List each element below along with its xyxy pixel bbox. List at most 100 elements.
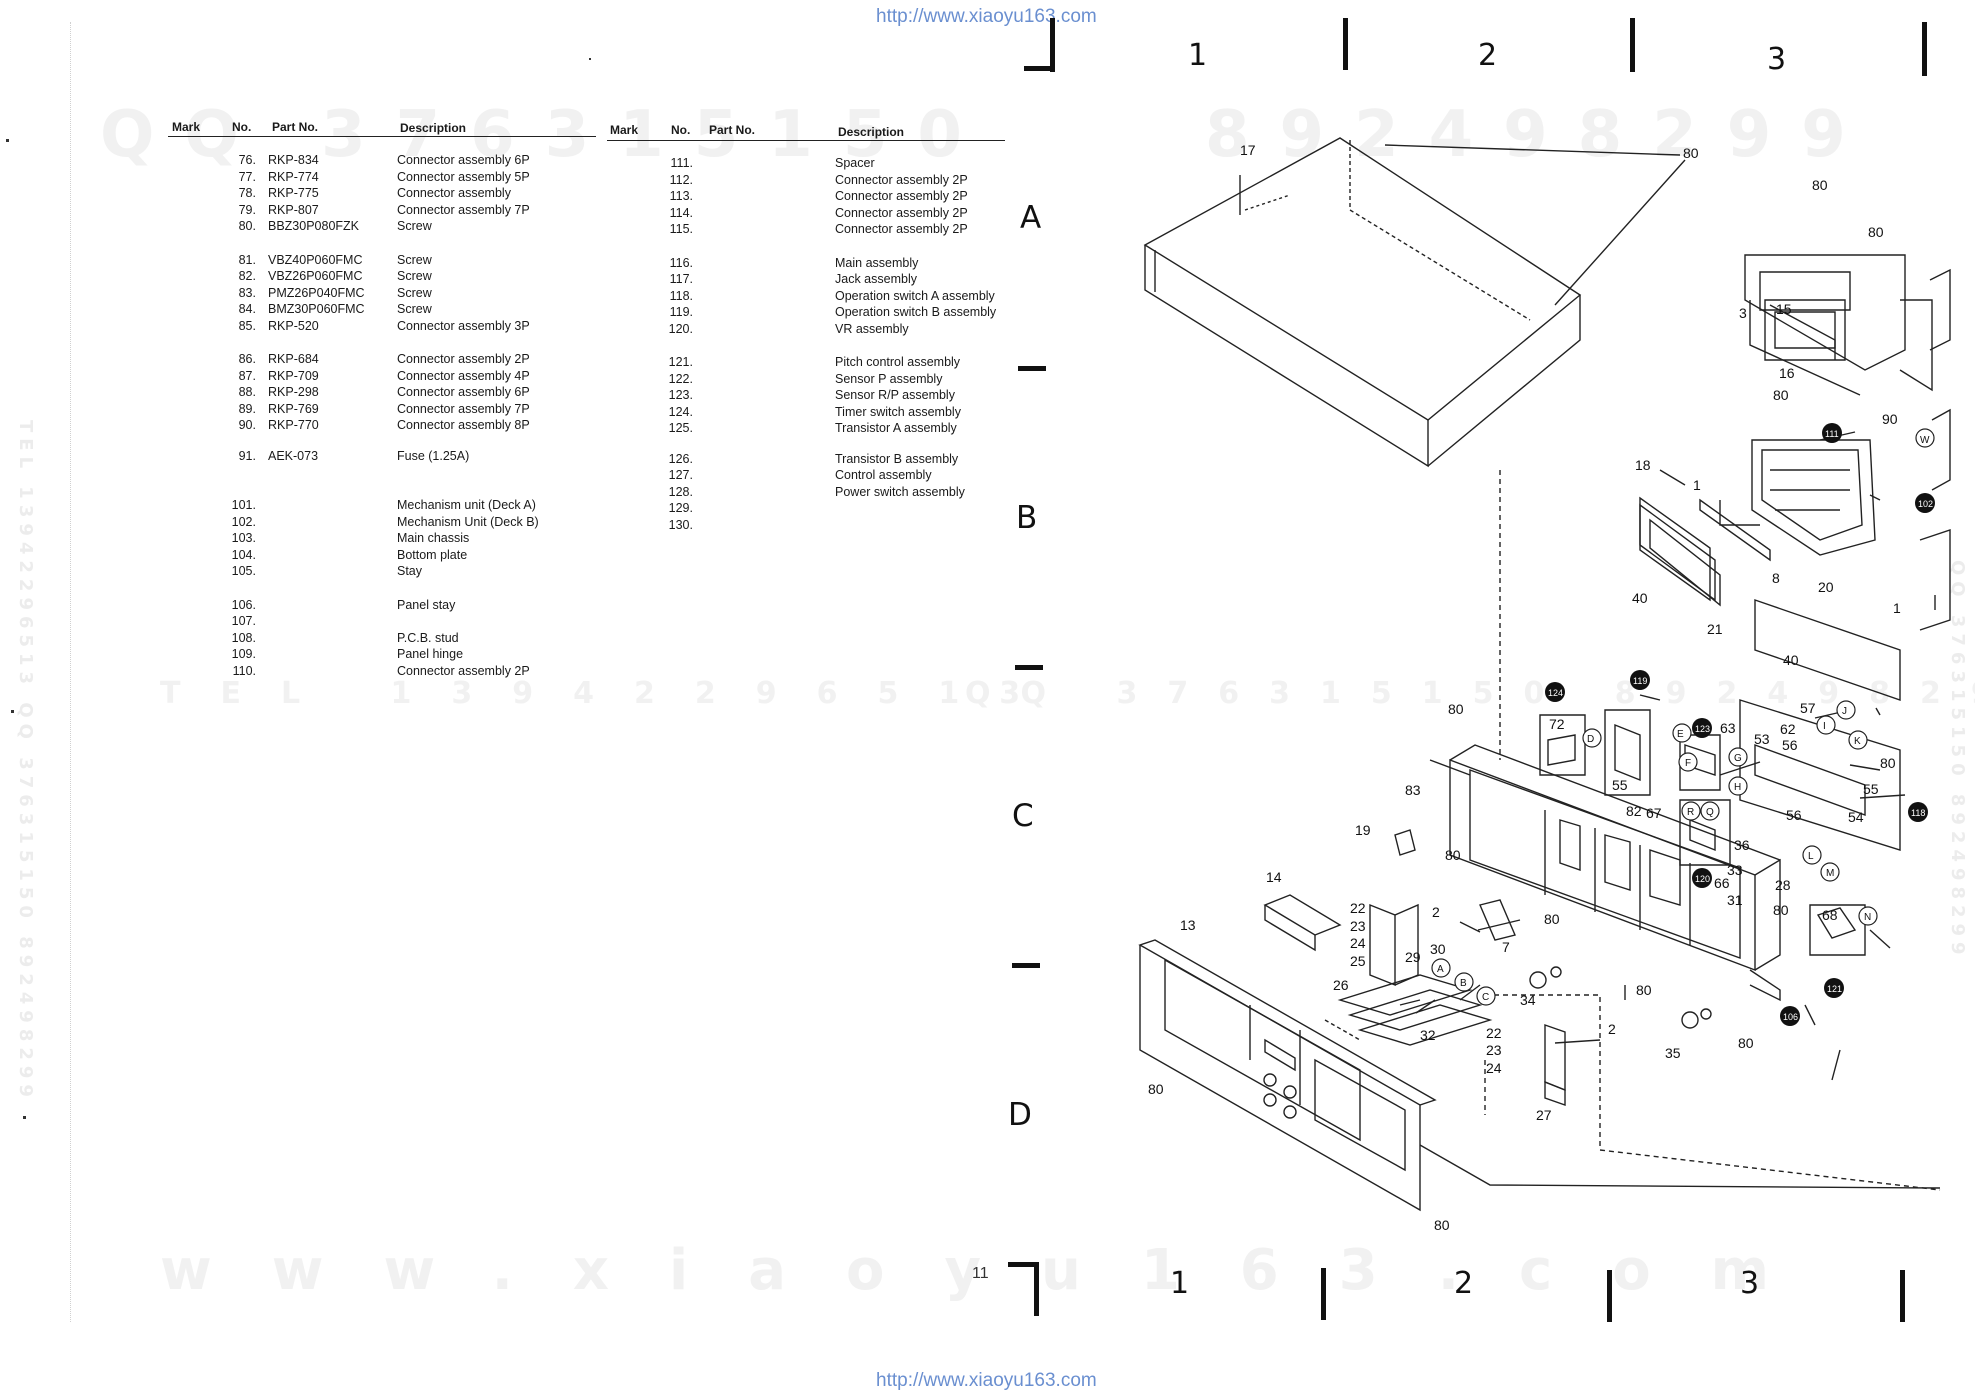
callout-72: 72: [1549, 716, 1565, 732]
column-label-3-bottom: 3: [1740, 1266, 1760, 1301]
row-number: 127.: [668, 468, 693, 482]
callout-121: 121: [1827, 984, 1842, 994]
row-description: Connector assembly 2P: [397, 352, 530, 366]
row-number: 128.: [668, 484, 693, 499]
callout-c: C: [1482, 992, 1489, 1003]
callout-35: 35: [1665, 1045, 1681, 1061]
callout-56: 56: [1782, 737, 1798, 753]
row-description: Connector assembly 2P: [397, 663, 530, 678]
callout-53: 53: [1754, 731, 1770, 747]
callout-62: 62: [1780, 721, 1796, 737]
callout-22: 22: [1350, 900, 1366, 916]
column-label-2-bottom: 2: [1454, 1266, 1474, 1301]
callout-31: 31: [1727, 892, 1743, 908]
callout-80: 80: [1636, 982, 1652, 998]
row-number: 122.: [668, 371, 693, 386]
callout-a: A: [1437, 964, 1444, 975]
row-number: 113.: [669, 189, 693, 203]
callout-29: 29: [1405, 949, 1421, 965]
header-rule: [168, 136, 596, 137]
watermark-qq-mid: QQ 376315150 892498299: [965, 676, 1975, 711]
callout-124: 124: [1548, 688, 1563, 698]
callout-106: 106: [1783, 1012, 1798, 1022]
row-description: Connector assembly 7P: [397, 202, 530, 217]
callout-24: 24: [1350, 935, 1366, 951]
row-number: 119.: [669, 305, 693, 319]
row-divider: [1015, 665, 1043, 670]
row-number: 78.: [238, 186, 256, 200]
callout-21: 21: [1707, 621, 1723, 637]
callout-80: 80: [1434, 1217, 1450, 1233]
row-number: 107.: [231, 614, 256, 628]
row-number: 112.: [669, 172, 693, 187]
row-description: Jack assembly: [835, 272, 917, 286]
row-number: 129.: [668, 501, 693, 515]
row-part-number: RKP-834: [268, 153, 319, 167]
row-number: 108.: [231, 630, 256, 645]
row-description: Fuse (1.25A): [397, 448, 470, 463]
callout-40: 40: [1783, 652, 1799, 668]
column-label-1-bottom: 1: [1170, 1266, 1190, 1301]
header-mark: Mark: [172, 120, 201, 134]
row-number: 117.: [669, 272, 693, 286]
callout-1: 1: [1893, 600, 1901, 616]
row-number: 118.: [669, 288, 693, 303]
row-part-number: BBZ30P080FZK: [268, 219, 360, 233]
callout-23: 23: [1486, 1042, 1502, 1058]
row-description: Connector assembly: [397, 186, 511, 200]
callout-54: 54: [1848, 809, 1864, 825]
row-part-number: BMZ30P060FMC: [268, 302, 365, 316]
row-part-number: RKP-769: [268, 401, 319, 416]
row-number: 85.: [238, 318, 256, 333]
column-divider: [1900, 1270, 1905, 1322]
callout-e: E: [1677, 729, 1684, 740]
callout-20: 20: [1818, 579, 1834, 595]
callout-80: 80: [1880, 755, 1896, 771]
row-number: 125.: [668, 421, 693, 435]
row-description: Mechanism Unit (Deck B): [397, 514, 539, 529]
callout-2: 2: [1432, 904, 1440, 920]
row-number: 104.: [231, 547, 256, 562]
callout-13: 13: [1180, 917, 1196, 933]
row-description: VR assembly: [835, 321, 909, 336]
callout-f: F: [1685, 758, 1691, 769]
callout-36: 36: [1734, 837, 1750, 853]
callout-18: 18: [1635, 457, 1651, 473]
column-divider: [1321, 1268, 1326, 1320]
row-description: Sensor P assembly: [835, 371, 943, 386]
callout-119: 119: [1633, 676, 1647, 686]
row-number: 84.: [238, 302, 256, 316]
row-number: 114.: [669, 205, 693, 220]
row-number: 82.: [238, 269, 256, 283]
row-description: Power switch assembly: [835, 484, 965, 499]
front-panel: [1138, 939, 1437, 1212]
row-part-number: RKP-775: [268, 186, 319, 200]
row-description: Screw: [397, 302, 432, 316]
row-number: 121.: [668, 355, 693, 369]
row-number: 106.: [231, 597, 256, 612]
header-part-no: Part No.: [709, 123, 756, 137]
row-description: Connector assembly 8P: [397, 418, 530, 432]
row-label-a: A: [1020, 200, 1042, 236]
callout-15: 15: [1776, 301, 1792, 317]
callout-m: M: [1826, 868, 1834, 879]
row-part-number: VBZ40P060FMC: [268, 252, 363, 267]
callout-67: 67: [1646, 805, 1662, 821]
row-description: Connector assembly 4P: [397, 368, 530, 383]
row-description: Connector assembly 6P: [397, 385, 530, 399]
row-part-number: RKP-298: [268, 385, 319, 399]
corner-mark-top: [1050, 18, 1055, 72]
callout-80: 80: [1148, 1081, 1164, 1097]
main-chassis: [1449, 744, 1781, 1002]
callout-i: I: [1823, 721, 1826, 732]
callout-b: B: [1460, 978, 1467, 989]
column-divider: [1343, 18, 1348, 70]
callout-r: R: [1687, 807, 1694, 818]
callout-80: 80: [1812, 177, 1828, 193]
callout-63: 63: [1720, 720, 1736, 736]
callout-8: 8: [1772, 570, 1780, 586]
callout-111: 111: [1825, 429, 1839, 439]
row-number: 86.: [238, 352, 256, 366]
callout-30: 30: [1430, 941, 1446, 957]
